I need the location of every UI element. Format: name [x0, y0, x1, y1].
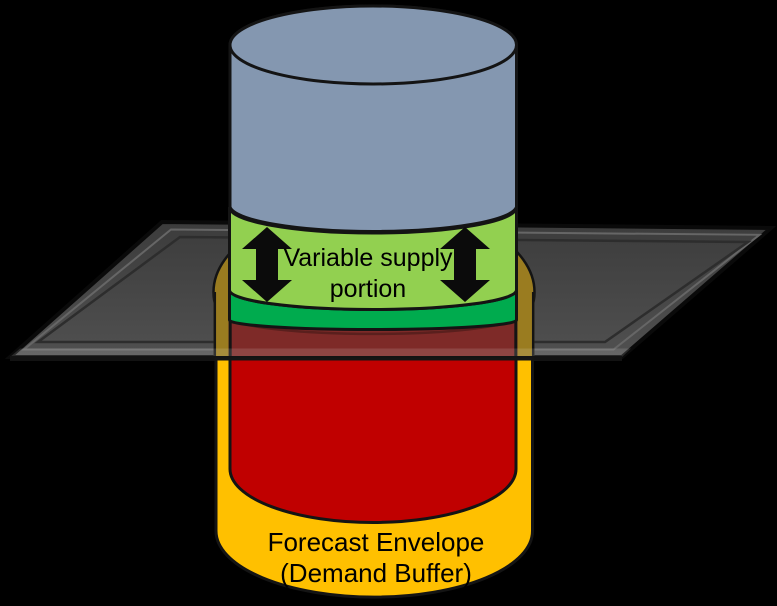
supply-cylinder: [228, 4, 518, 233]
double-arrow-right-icon: [440, 227, 490, 302]
forecast-envelope-label-line1: Forecast Envelope: [268, 527, 485, 557]
envelope-behind-plane-outline: [213, 292, 535, 357]
variable-supply-label-line1: Variable supply: [283, 244, 453, 272]
forecast-envelope-label-line2: (Demand Buffer): [280, 558, 472, 588]
variable-supply-label-line2: portion: [330, 275, 406, 303]
plane-front-bevel-band: [10, 348, 631, 357]
supply-cylinder-top: [228, 4, 518, 86]
demand-cylinder: [228, 357, 518, 524]
cut-plane-bevel-highlight: [21, 228, 763, 351]
cut-plane-bevel-shadow: [34, 235, 752, 344]
double-arrow-left-icon: [242, 227, 292, 302]
demand-behind-plane-outline: [228, 316, 518, 357]
